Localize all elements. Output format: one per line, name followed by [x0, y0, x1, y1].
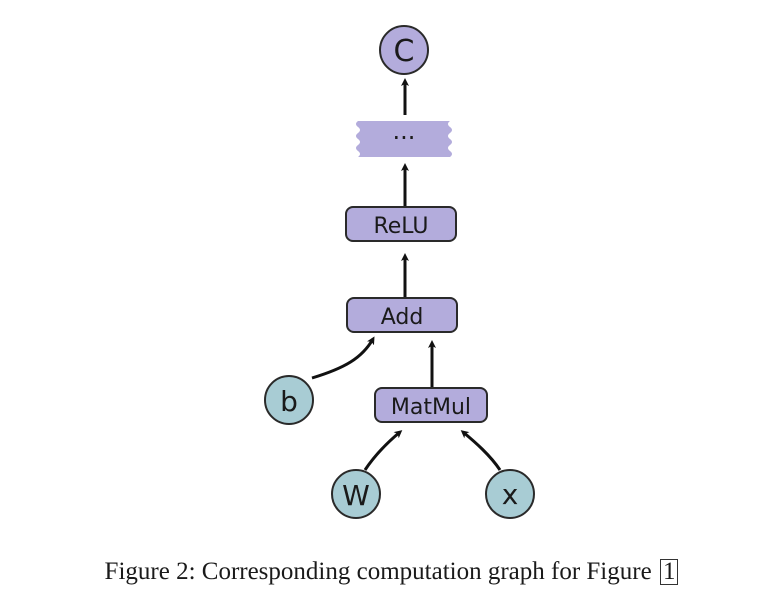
node-w: W [331, 469, 381, 519]
node-matmul: MatMul [374, 387, 488, 423]
edge-w-to-matmul [363, 430, 403, 471]
node-c: C [379, 25, 429, 75]
node-b-label: b [280, 385, 298, 418]
edge-b-to-add [311, 336, 375, 380]
node-matmul-label: MatMul [391, 395, 471, 420]
node-x: x [485, 469, 535, 519]
node-relu: ReLU [345, 206, 457, 242]
node-ellipsis: ··· [356, 121, 452, 157]
node-add-label: Add [381, 305, 424, 330]
figure-caption: Figure 2: Corresponding computation grap… [0, 558, 783, 586]
figure-reference-link[interactable]: 1 [659, 559, 679, 585]
node-ellipsis-label: ··· [393, 124, 416, 152]
node-w-label: W [342, 479, 370, 512]
node-add: Add [346, 297, 458, 333]
caption-text: Figure 2: Corresponding computation grap… [104, 558, 652, 585]
node-x-label: x [502, 478, 519, 511]
node-relu-label: ReLU [373, 214, 428, 239]
node-b: b [264, 375, 314, 425]
node-c-label: C [394, 34, 415, 69]
edge-x-to-matmul [460, 430, 502, 471]
